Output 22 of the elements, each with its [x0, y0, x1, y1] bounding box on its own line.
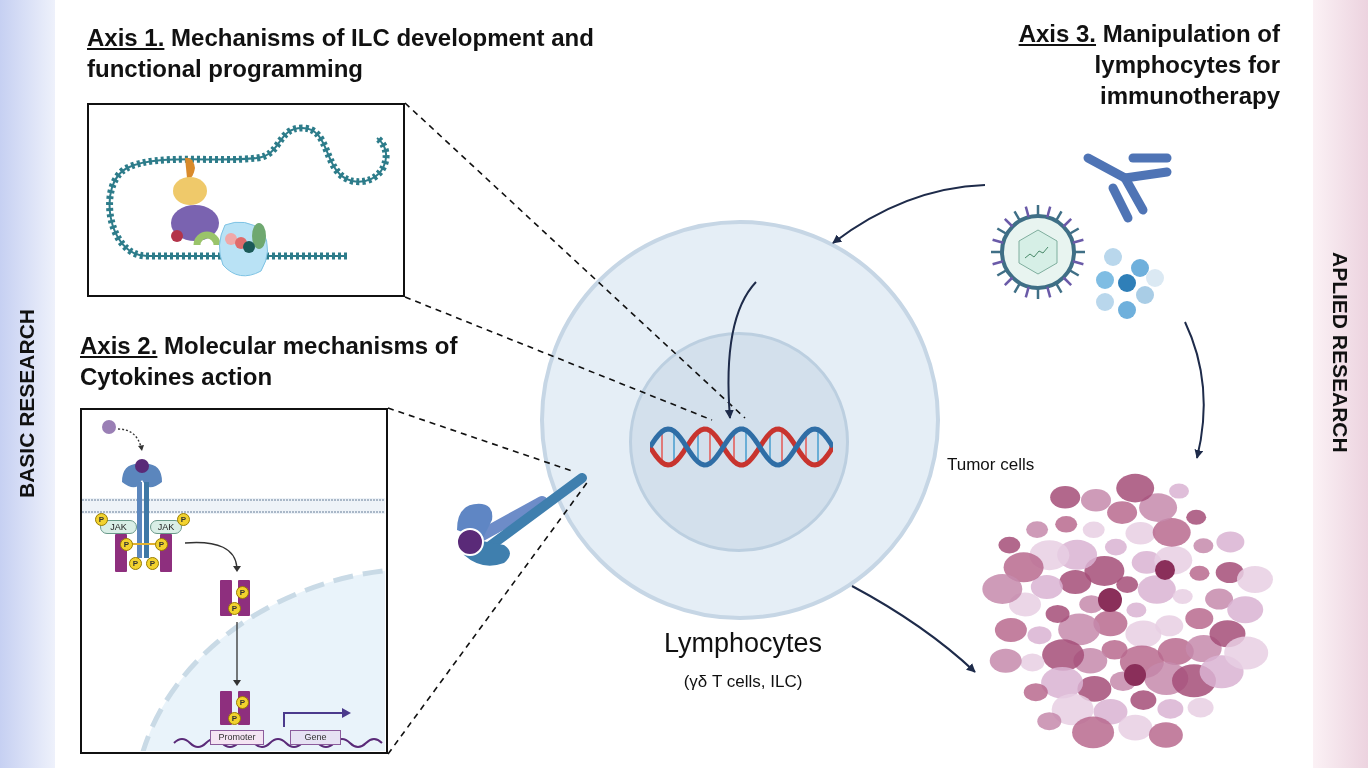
panel-heading: Axis 1. Mechanisms of ILC development and functional programming [87, 23, 595, 84]
kinase-shape: JAK [100, 520, 137, 534]
kinase-shape: JAK [150, 520, 182, 534]
leader-line [404, 296, 713, 421]
arrow [851, 585, 976, 673]
phosphate-marker: P [129, 557, 142, 570]
arrow [832, 184, 986, 244]
phosphate-marker: P [146, 557, 159, 570]
side-band-label: BASIC RESEARCH [15, 308, 39, 498]
side-band [0, 0, 55, 768]
side-band [1313, 0, 1368, 768]
leader-line [404, 102, 746, 419]
cell-subcaption: (γδ T cells, ILC) [682, 672, 804, 692]
side-band-label: APLIED RESEARCH [1328, 252, 1352, 453]
gene-segment-box: Gene [290, 730, 341, 745]
arrow [1184, 321, 1205, 459]
drawing-caption: Tumor cells [947, 455, 1035, 475]
cell-caption: Lymphocytes [662, 628, 824, 659]
section-heading: Axis 3. Manipulation of lymphocytes for immunotherapy [1017, 19, 1280, 111]
panel-heading: Axis 2. Molecular mechanisms of Cytokines action [80, 331, 459, 392]
gene-segment-box: Promoter [210, 730, 264, 745]
arrow [725, 281, 757, 419]
